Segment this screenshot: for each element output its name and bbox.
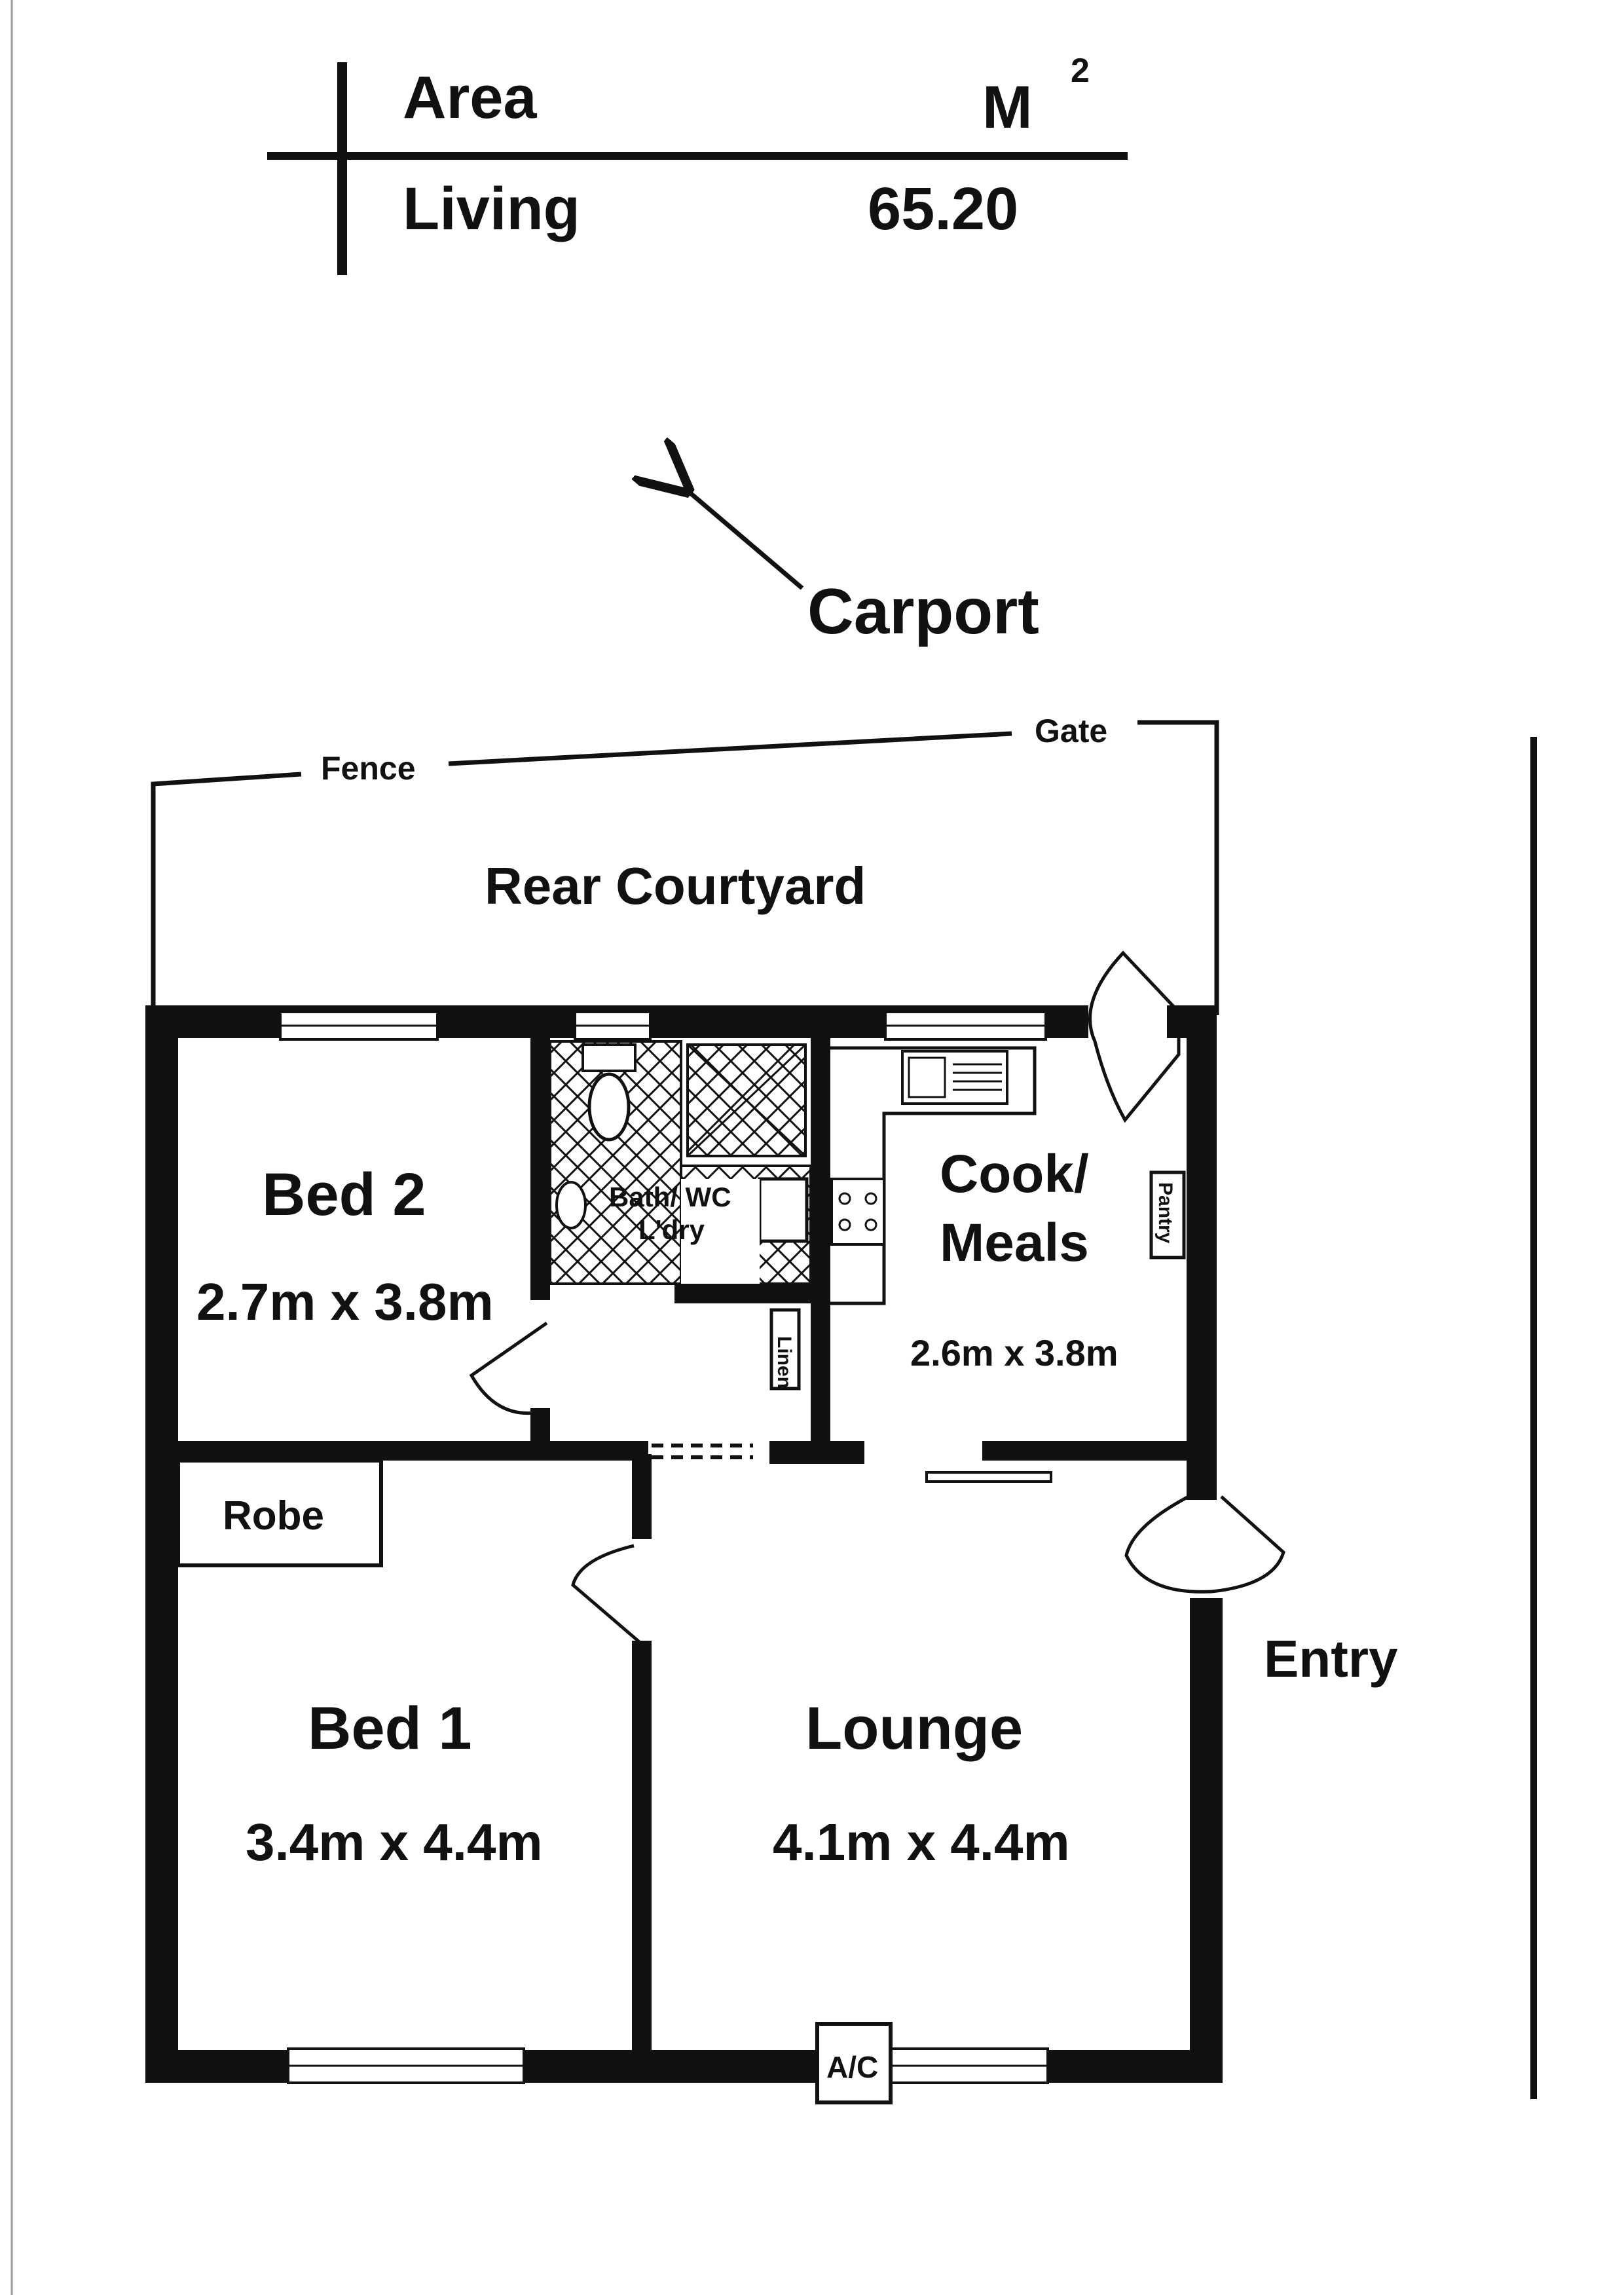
area-table-vertical-line bbox=[337, 62, 347, 275]
area-table: Area M 2 Living 65.20 bbox=[267, 52, 1128, 275]
lounge-size: 4.1m x 4.4m bbox=[773, 1813, 1070, 1871]
wall-linen-bottom bbox=[769, 1441, 864, 1464]
area-header-unit: M bbox=[982, 74, 1033, 141]
kitchen-sink bbox=[901, 1050, 1008, 1105]
cook-name-line1: Cook/ bbox=[940, 1144, 1089, 1204]
wall-right-lower bbox=[1190, 1598, 1223, 2083]
rear-courtyard-label: Rear Courtyard bbox=[485, 857, 866, 915]
pantry bbox=[1149, 1170, 1186, 1259]
area-header-label: Area bbox=[403, 64, 537, 131]
gate-line bbox=[1137, 720, 1219, 1015]
door-rear bbox=[1088, 950, 1181, 1123]
area-header-unit-superscript: 2 bbox=[1071, 52, 1090, 90]
boundary-line-right bbox=[1530, 737, 1537, 2099]
lounge-name: Lounge bbox=[805, 1695, 1023, 1762]
door-entry bbox=[1124, 1495, 1285, 1594]
bed1-size: 3.4m x 4.4m bbox=[246, 1813, 543, 1871]
wall-cook-lounge bbox=[982, 1441, 1187, 1461]
area-table-horizontal-line bbox=[267, 152, 1128, 160]
carport-arrow bbox=[684, 488, 804, 590]
windows bbox=[279, 1011, 1049, 2084]
laundry-tub bbox=[758, 1177, 809, 1243]
wall-left bbox=[145, 1005, 178, 2080]
toilet bbox=[587, 1072, 631, 1142]
wall-bed1-lounge-lower bbox=[632, 1641, 652, 2053]
door-bed1 bbox=[571, 1544, 643, 1645]
bathroom-fixtures: Bath/ WC L'dry bbox=[549, 1040, 812, 1285]
bed2-name: Bed 2 bbox=[262, 1161, 426, 1228]
kitchen-bench bbox=[830, 1046, 1037, 1305]
robe-label: Robe bbox=[223, 1493, 324, 1539]
basin bbox=[581, 1043, 637, 1072]
fence-line-left bbox=[151, 772, 302, 1005]
pantry-label: Pantry bbox=[1154, 1182, 1176, 1244]
bed1-name: Bed 1 bbox=[308, 1695, 472, 1762]
cooktop bbox=[830, 1178, 885, 1246]
cook-name-line2: Meals bbox=[940, 1213, 1089, 1273]
courtyard-fence: Fence Gate Rear Courtyard bbox=[151, 713, 1219, 1015]
area-row-value: 65.20 bbox=[868, 176, 1018, 242]
fence-label: Fence bbox=[321, 750, 416, 787]
bidet bbox=[555, 1181, 587, 1229]
interior-walls bbox=[178, 1038, 1187, 2053]
carport-label: Carport bbox=[807, 575, 1039, 647]
door-bed2 bbox=[469, 1321, 548, 1415]
bed2-size: 2.7m x 3.8m bbox=[196, 1273, 494, 1331]
sliding-door bbox=[925, 1471, 1052, 1483]
wall-bed2-bath bbox=[530, 1038, 550, 1300]
linen-cupboard bbox=[769, 1308, 801, 1390]
robe bbox=[176, 1459, 383, 1567]
wall-bed1-lounge-upper bbox=[632, 1454, 652, 1539]
fence-line-top bbox=[448, 731, 1012, 766]
cook-size: 2.6m x 3.8m bbox=[910, 1332, 1118, 1373]
bath-label-line1: Bath/ WC bbox=[609, 1182, 731, 1212]
kitchen-fixtures: Pantry bbox=[830, 1046, 1186, 1305]
gate-label: Gate bbox=[1035, 713, 1107, 749]
wall-bath-cook bbox=[811, 1038, 830, 1464]
doors bbox=[469, 950, 1285, 1645]
bath-label-line2: L'dry bbox=[638, 1214, 705, 1245]
wall-bath-bottom bbox=[674, 1284, 812, 1303]
area-row-label: Living bbox=[403, 176, 580, 242]
ac-label: A/C bbox=[826, 2050, 878, 2084]
wall-right-upper bbox=[1187, 1012, 1217, 1500]
linen-label: Linen bbox=[773, 1336, 795, 1389]
entry-label: Entry bbox=[1264, 1630, 1398, 1688]
ac-unit bbox=[815, 2022, 893, 2104]
wall-bed1-top bbox=[178, 1441, 648, 1461]
